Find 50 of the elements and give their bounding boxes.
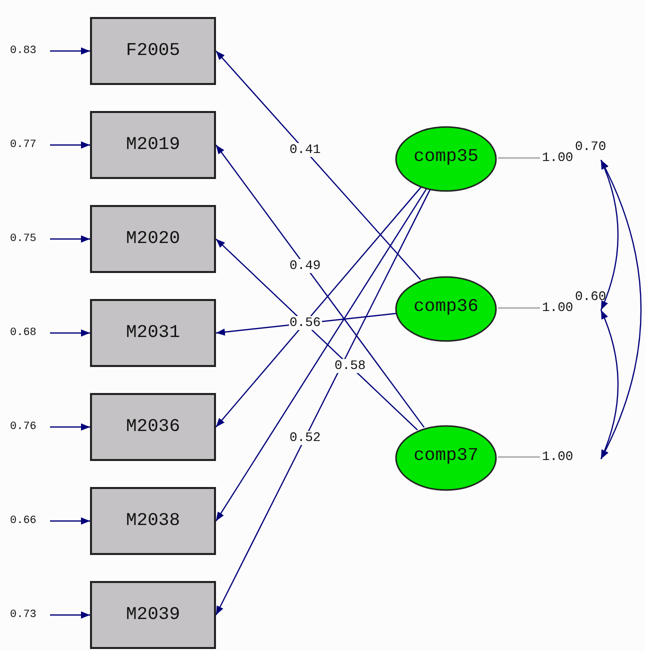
variable-name: M2019	[126, 135, 180, 155]
observed-variable-box	[90, 17, 216, 85]
observed-variable-box	[90, 205, 216, 273]
variable-name: M2039	[126, 605, 180, 625]
arrow	[216, 238, 418, 430]
arrow	[216, 186, 422, 428]
edge-label: 0.49	[288, 258, 322, 273]
arrow	[50, 329, 90, 337]
edge-label: 0.58	[334, 359, 367, 373]
covariance-value: 0.70	[575, 140, 606, 154]
observed-variable-box	[90, 299, 216, 367]
variable-name: M2031	[126, 323, 180, 343]
variance-value: 1.00	[542, 150, 574, 165]
variable-name: F2005	[126, 41, 180, 61]
edge-label: 0.41	[288, 143, 322, 158]
arrow	[50, 423, 90, 431]
observed-variable-box	[90, 581, 216, 649]
error-variance-value: 0.83	[10, 41, 50, 61]
observed-variable-box	[90, 393, 216, 461]
variable-name: comp36	[412, 297, 480, 317]
variable-name: M2020	[126, 229, 180, 249]
arrow	[215, 189, 431, 616]
observed-variable-box	[90, 487, 216, 555]
variable-name: comp37	[412, 446, 480, 466]
error-variance-value: 0.73	[10, 605, 50, 625]
variable-name: comp35	[412, 147, 480, 167]
arrow	[216, 144, 425, 428]
error-variance-value: 0.75	[10, 229, 50, 249]
error-variance-value: 0.66	[10, 511, 50, 531]
arrow	[50, 517, 90, 525]
error-variance-value: 0.77	[10, 135, 50, 155]
arrow	[50, 611, 90, 619]
variable-name: M2036	[126, 417, 180, 437]
arrow	[50, 141, 90, 149]
edge-label: 0.56	[288, 316, 322, 330]
variance-value: 1.00	[542, 449, 574, 464]
error-variance-value: 0.68	[10, 323, 50, 343]
arrow	[216, 50, 422, 280]
arrow	[50, 235, 90, 243]
double-headed-arrow	[600, 310, 619, 460]
edge-label: 0.52	[288, 431, 322, 446]
double-headed-arrow	[600, 160, 619, 310]
variable-name: M2038	[126, 511, 180, 531]
observed-variable-box	[90, 111, 216, 179]
covariance-value: 0.60	[575, 290, 606, 304]
double-headed-arrow	[600, 160, 642, 460]
arrow	[216, 188, 428, 522]
variance-value: 1.00	[542, 300, 574, 315]
arrow	[50, 47, 90, 55]
error-variance-value: 0.76	[10, 417, 50, 437]
